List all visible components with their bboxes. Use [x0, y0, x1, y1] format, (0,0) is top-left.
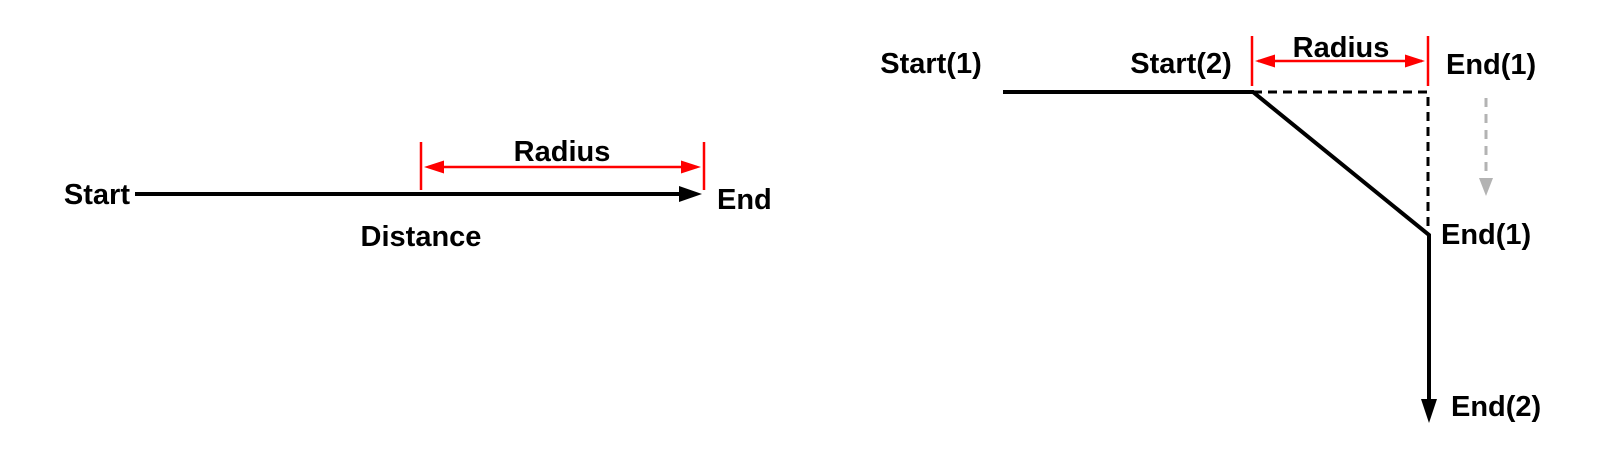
end2-label: End(2) — [1451, 391, 1541, 423]
turn-diagram: Start(1) Start(2) Radius End(1) End(1) E… — [880, 32, 1541, 423]
turn-radius-arrowhead-left-icon — [1255, 54, 1275, 68]
start-label: Start — [64, 179, 130, 211]
distance-diagram: Start End Radius Distance — [64, 136, 772, 253]
distance-arrowhead-icon — [679, 186, 702, 202]
turn-radius-label: Radius — [1293, 32, 1390, 64]
radius-arrowhead-left-icon — [424, 160, 444, 174]
end-label: End — [717, 184, 772, 216]
flight-path-arrowhead-icon — [1421, 399, 1437, 423]
flight-path-line — [1003, 90, 1431, 402]
radius-label: Radius — [514, 136, 611, 168]
start1-label: Start(1) — [880, 48, 982, 80]
end1-ghost-label: End(1) — [1446, 49, 1536, 81]
turn-radius-arrowhead-right-icon — [1405, 54, 1425, 68]
ghost-end1-arrowhead-icon — [1479, 178, 1493, 196]
distance-label: Distance — [361, 221, 482, 253]
radius-arrowhead-right-icon — [681, 160, 701, 174]
start2-label: Start(2) — [1130, 48, 1232, 80]
end1-label: End(1) — [1441, 219, 1531, 251]
